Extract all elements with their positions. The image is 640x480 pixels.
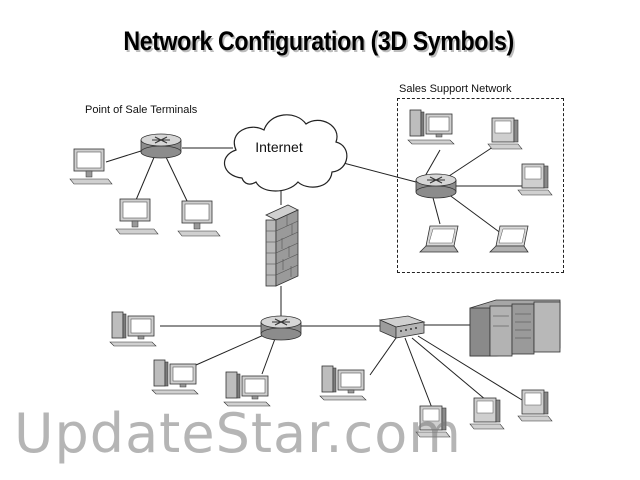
pos-router	[140, 133, 182, 159]
pos-terminal-3	[177, 200, 221, 237]
office-pc-1	[109, 311, 157, 347]
server-rack	[469, 299, 561, 357]
server-pc	[319, 365, 367, 401]
office-pc-3	[223, 371, 271, 407]
watermark: UpdateStar.com	[14, 402, 462, 465]
office-workstation-2	[469, 397, 505, 430]
office-workstation-3	[517, 389, 553, 422]
network-switch	[378, 315, 426, 339]
sales-support-network-boundary	[397, 98, 564, 273]
diagram-title: Network Configuration (3D Symbols)	[123, 26, 514, 56]
firewall	[265, 204, 299, 287]
sales-router	[415, 173, 457, 199]
internet-cloud	[224, 114, 348, 192]
sales-support-label: Sales Support Network	[399, 83, 512, 95]
connection-lines	[105, 144, 523, 409]
internet-label: Internet	[255, 139, 303, 155]
pos-terminal-1	[69, 148, 113, 185]
core-router	[260, 315, 302, 341]
pos-terminals-label: Point of Sale Terminals	[85, 104, 198, 116]
office-pc-2	[151, 359, 199, 395]
pos-terminal-2	[115, 198, 159, 235]
sales-laptop-1	[419, 225, 459, 253]
sales-workstation-1	[487, 117, 523, 150]
sales-workstation-2	[517, 163, 553, 196]
sales-pc-1	[407, 109, 455, 145]
